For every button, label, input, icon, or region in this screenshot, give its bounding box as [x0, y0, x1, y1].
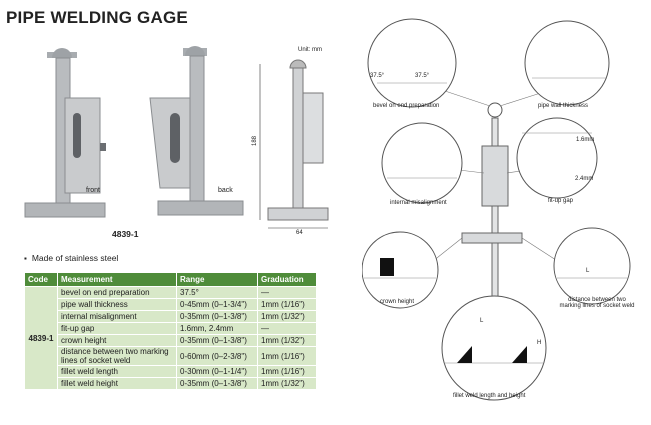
dimension-drawing [259, 59, 329, 229]
fillet-weld-left [457, 346, 472, 363]
socket-detail [553, 227, 631, 305]
crown-weld [380, 258, 394, 276]
graduation-cell: 1mm (1/32") [257, 310, 317, 323]
table-row: 4839-1 bevel on end preparation 37.5° — [24, 286, 317, 390]
model-number: 4839-1 [112, 229, 139, 239]
table-row: fit-up gap 1.6mm, 2.4mm — [25, 322, 317, 335]
measurement-cell: pipe wall thickness [57, 298, 177, 311]
header-range: Range [176, 272, 258, 287]
spec-table: Code Measurement Range Graduation 4839-1… [24, 272, 317, 390]
header-graduation: Graduation [257, 272, 317, 287]
bevel-angle-left: 37.5° [370, 73, 385, 79]
header-code: Code [24, 272, 58, 287]
range-cell: 0-35mm (0–1-3/8") [176, 377, 258, 390]
gap-a-label: 1.6mm [576, 137, 595, 143]
measurement-cell: fillet weld height [57, 377, 177, 390]
measurement-cell: fillet weld length [57, 365, 177, 378]
front-label: front [86, 187, 101, 194]
wall-detail [524, 20, 610, 106]
table-row: distance between two marking lines of so… [25, 346, 317, 366]
fillet-detail [441, 295, 547, 401]
measurement-cell: crown height [57, 334, 177, 347]
height-dimension: 188 [252, 135, 259, 147]
crown-label: crown height [380, 299, 415, 305]
table-row: pipe wall thickness 0-45mm (0–1-3/4") 1m… [25, 298, 317, 311]
range-cell: 0-35mm (0–1-3/8") [176, 334, 258, 347]
misalign-detail [381, 122, 463, 204]
gap-label: fit-up gap [548, 198, 574, 204]
header-measurement: Measurement [57, 272, 177, 287]
measurement-cell: fit-up gap [57, 322, 177, 335]
fillet-label: fillet weld length and height [453, 393, 526, 399]
measurement-cell: internal misalignment [57, 310, 177, 323]
gap-detail [516, 117, 598, 199]
center-gage-drawing [461, 102, 523, 369]
gage-photos [24, 46, 329, 229]
table-row: internal misalignment 0-35mm (0–1-3/8") … [25, 310, 317, 323]
front-gage-image [24, 48, 106, 218]
table-row: crown height 0-35mm (0–1-3/8") 1mm (1/32… [25, 334, 317, 347]
graduation-cell: 1mm (1/16") [257, 365, 317, 378]
range-cell: 1.6mm, 2.4mm [176, 322, 258, 335]
unit-label: Unit: mm [298, 47, 322, 53]
range-cell: 37.5° [176, 286, 258, 299]
graduation-cell: 1mm (1/32") [257, 377, 317, 390]
bevel-detail [367, 18, 457, 108]
fillet-h-label: H [537, 340, 542, 346]
page-title: PIPE WELDING GAGE [6, 8, 188, 27]
width-dimension: 64 [296, 230, 303, 236]
graduation-cell: 1mm (1/16") [257, 298, 317, 311]
material-note: Made of stainless steel [24, 253, 118, 263]
range-cell: 0-30mm (0–1-1/4") [176, 365, 258, 378]
bevel-label: bevel on end preparation [373, 103, 440, 109]
range-cell: 0-60mm (0–2-3/8") [176, 346, 258, 366]
bevel-angle-right: 37.5° [415, 73, 430, 79]
socket-label: distance between two marking lines of so… [559, 297, 635, 309]
crown-detail [362, 231, 439, 309]
table-row: fillet weld length 0-30mm (0–1-1/4") 1mm… [25, 365, 317, 378]
back-gage-image [149, 46, 244, 216]
measurement-cell: bevel on end preparation [57, 286, 177, 299]
graduation-cell: 1mm (1/16") [257, 346, 317, 366]
socket-l-label: L [586, 268, 590, 274]
measurement-cell: distance between two marking lines of so… [57, 346, 177, 366]
graduation-cell: — [257, 322, 317, 335]
fillet-l-label: L [480, 318, 484, 324]
table-row: fillet weld height 0-35mm (0–1-3/8") 1mm… [25, 377, 317, 390]
graduation-cell: 1mm (1/32") [257, 334, 317, 347]
range-cell: 0-45mm (0–1-3/4") [176, 298, 258, 311]
gap-b-label: 2.4mm [575, 176, 594, 182]
usage-diagram [362, 18, 631, 401]
graduation-cell: — [257, 286, 317, 299]
wall-label: pipe wall thickness [538, 103, 589, 109]
misalign-label: internal misalignment [390, 200, 447, 206]
range-cell: 0-35mm (0–1-3/8") [176, 310, 258, 323]
fillet-weld-right [512, 346, 527, 363]
back-label: back [218, 187, 233, 194]
code-cell: 4839-1 [24, 286, 58, 390]
